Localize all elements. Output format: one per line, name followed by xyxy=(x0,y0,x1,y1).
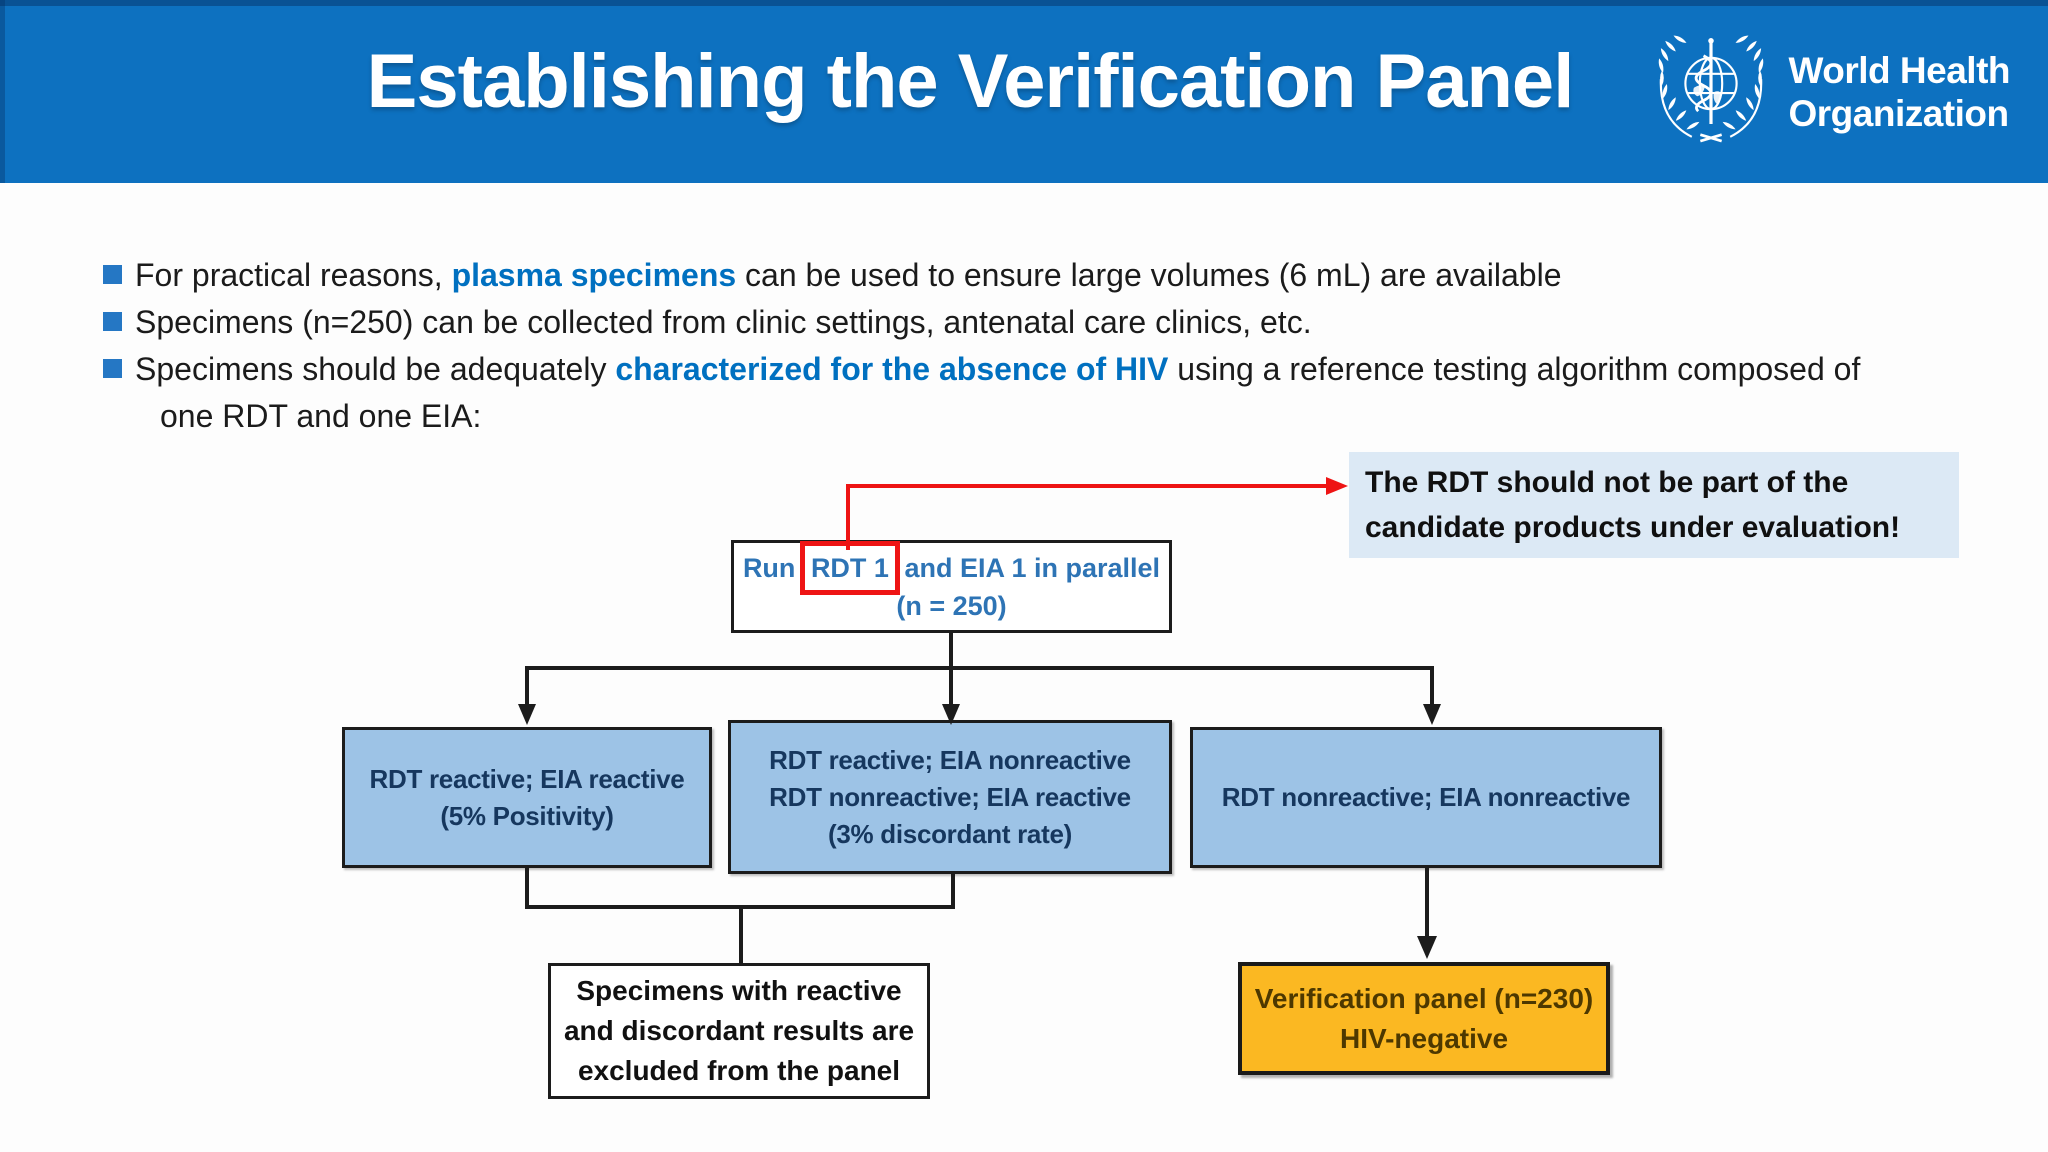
who-logo: World Health Organization xyxy=(1647,28,2011,156)
bullet-item: Specimens should be adequately character… xyxy=(103,346,2003,393)
bullet-square-icon xyxy=(103,265,122,284)
who-logo-text: World Health Organization xyxy=(1789,49,2011,135)
highlighted-phrase: plasma specimens xyxy=(451,257,737,293)
bullet-text: Specimens should be adequately character… xyxy=(135,351,1861,387)
red-highlight-ring: RDT 1 xyxy=(799,540,900,595)
who-logo-line2: Organization xyxy=(1788,93,2010,134)
bullet-item: Specimens (n=250) can be collected from … xyxy=(103,299,2003,346)
bullet-square-icon xyxy=(103,359,122,378)
flow-box-verification-panel: Verification panel (n=230) HIV-negative xyxy=(1238,962,1610,1075)
rod-of-asclepius xyxy=(1694,38,1714,124)
bullet-continuation: one RDT and one EIA: xyxy=(160,398,482,434)
header-banner: Establishing the Verification Panel xyxy=(0,0,2048,183)
who-logo-line1: World Health xyxy=(1788,50,2011,91)
run-parallel-line2: (n = 250) xyxy=(896,590,1007,621)
bullet-list: For practical reasons, plasma specimens … xyxy=(103,252,2003,440)
bullet-text: Specimens (n=250) can be collected from … xyxy=(135,304,1312,340)
bracket-to-excluded xyxy=(525,866,955,963)
verification-arrowhead xyxy=(1417,936,1437,959)
who-emblem-icon xyxy=(1656,33,1765,143)
callout-note: The RDT should not be part of the candid… xyxy=(1349,452,1959,558)
flow-box-run-parallel: Run RDT 1 and EIA 1 in parallel (n = 250… xyxy=(731,540,1172,633)
flow-box-excluded: Specimens with reactive and discordant r… xyxy=(548,963,930,1099)
bullet-item: For practical reasons, plasma specimens … xyxy=(103,252,2003,299)
flow-box-reactive-reactive: RDT reactive; EIA reactive (5% Positivit… xyxy=(342,727,712,868)
run-parallel-line1: Run RDT 1 and EIA 1 in parallel xyxy=(743,540,1160,595)
flow-box-nonreactive: RDT nonreactive; EIA nonreactive xyxy=(1190,727,1662,868)
callout-line1: The RDT should not be part of the xyxy=(1365,466,1849,499)
laurel-wreath xyxy=(1659,79,1762,143)
flow-box-discordant: RDT reactive; EIA nonreactive RDT nonrea… xyxy=(728,720,1172,874)
callout-line2: candidate products under evaluation! xyxy=(1365,511,1901,544)
highlighted-phrase: characterized for the absence of HIV xyxy=(615,351,1169,387)
page-title: Establishing the Verification Panel xyxy=(366,39,1575,124)
bullet-text: For practical reasons, plasma specimens … xyxy=(135,257,1562,293)
distributor-lines xyxy=(525,633,1434,706)
bullet-square-icon xyxy=(103,312,122,331)
